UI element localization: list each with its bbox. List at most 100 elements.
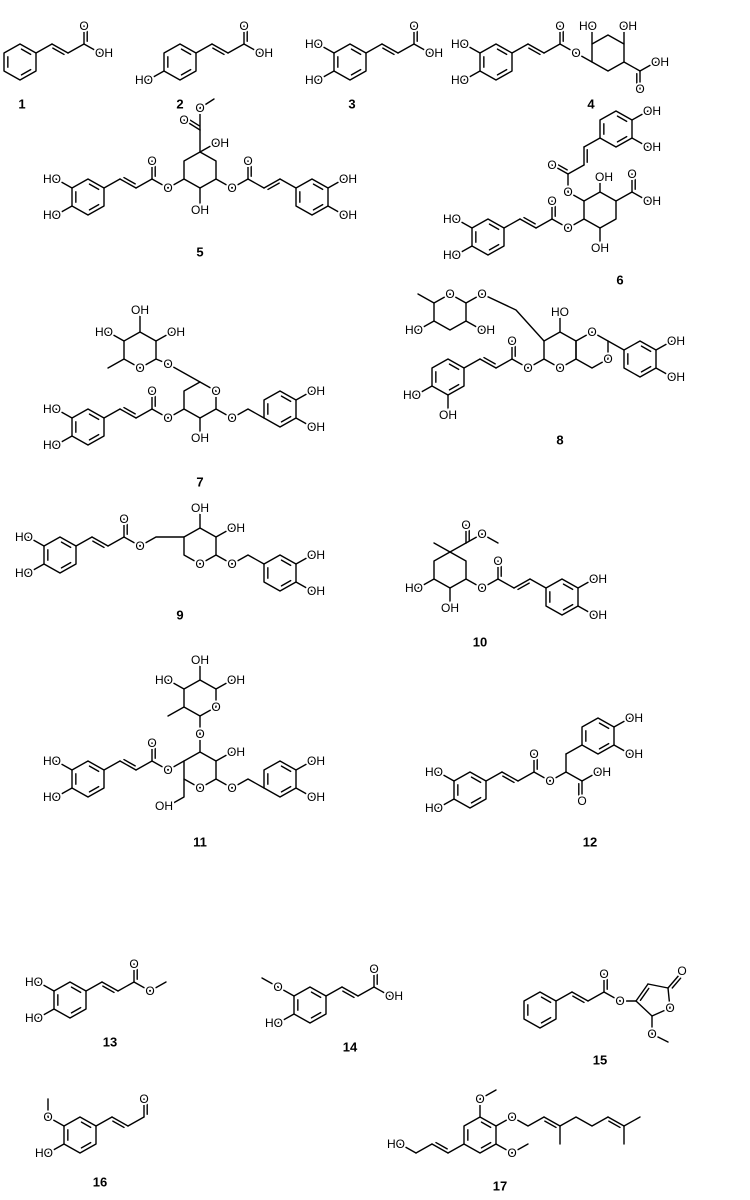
bond: [103, 408, 121, 419]
cyclohexane-ring: [183, 151, 217, 189]
benzene-ring: [471, 218, 505, 256]
atom-label: HO: [387, 1137, 405, 1151]
aromatic-bond: [488, 223, 500, 231]
aromatic-bond: [280, 415, 292, 423]
compound-number: 14: [343, 1040, 358, 1055]
atom-label: O: [555, 19, 564, 33]
atom-label: HO: [155, 673, 173, 687]
bond: [449, 542, 467, 553]
benzene-ring: [431, 358, 465, 396]
atom-label: O: [163, 181, 172, 195]
bond: [135, 178, 153, 189]
atom-label: OH: [191, 653, 209, 667]
atom-label: OH: [307, 584, 325, 598]
bond: [511, 43, 529, 54]
atom-label: OH: [591, 241, 609, 255]
bond: [479, 358, 497, 369]
bond: [565, 771, 583, 782]
aromatic-bond: [470, 776, 482, 784]
bond: [215, 178, 233, 189]
atom-label: OH: [439, 408, 457, 422]
aromatic-bond: [20, 68, 32, 76]
atom-label: OH: [227, 521, 245, 535]
bond: [199, 142, 217, 153]
bond: [465, 533, 483, 544]
bond: [431, 1143, 449, 1154]
aromatic-bond: [60, 541, 72, 549]
aromatic-bond: [496, 68, 508, 76]
atom-label: O: [227, 781, 236, 795]
bond: [47, 1143, 65, 1154]
bond: [549, 771, 567, 782]
bond: [413, 43, 431, 54]
bond: [433, 542, 451, 553]
atom-label: HO: [305, 73, 323, 87]
aromatic-bond: [80, 1121, 92, 1129]
benzene-ring: [479, 43, 513, 81]
bond: [465, 320, 483, 331]
bond: [667, 973, 681, 989]
atom-label: O: [475, 1092, 484, 1106]
bond: [35, 43, 53, 54]
compound-number: 17: [493, 1179, 507, 1194]
atom-label: HO: [43, 402, 61, 416]
benzene-ring: [71, 760, 105, 798]
bond: [263, 178, 281, 189]
compound-number: 15: [593, 1053, 607, 1068]
bond: [479, 1089, 497, 1100]
atom-label: O: [615, 994, 624, 1008]
bond: [117, 981, 135, 992]
bond: [119, 760, 137, 771]
compound-number: 9: [176, 608, 183, 623]
bond: [103, 178, 121, 189]
bond: [123, 536, 141, 547]
bond: [101, 981, 119, 992]
bond: [567, 164, 585, 175]
atom-label: HO: [405, 581, 423, 595]
compound-number: 13: [103, 1035, 117, 1050]
atom-label: O: [369, 962, 378, 976]
atom-label: O: [211, 384, 220, 398]
bond: [151, 408, 169, 419]
bond: [127, 1116, 145, 1127]
atom-label: O: [239, 19, 248, 33]
bond: [497, 578, 515, 589]
bond: [651, 1033, 669, 1043]
atom-label: OH: [307, 384, 325, 398]
double-bond: [544, 1120, 557, 1129]
aromatic-bond: [310, 991, 322, 999]
bond: [543, 1116, 561, 1127]
bond: [513, 578, 531, 589]
bond: [327, 205, 345, 216]
bond: [607, 1116, 625, 1127]
bond: [91, 536, 109, 547]
aromatic-bond: [640, 345, 652, 353]
bond: [75, 536, 93, 547]
atom-label: O: [677, 964, 686, 978]
bond: [119, 408, 137, 419]
atom-label: O: [243, 154, 252, 168]
atom-label: O: [79, 19, 88, 33]
atom-label: O: [227, 557, 236, 571]
atom-label: OH: [425, 46, 443, 60]
benzene-ring: [43, 536, 77, 574]
bond: [631, 110, 649, 121]
atom-label: O: [135, 539, 144, 553]
atom-label: O: [147, 154, 156, 168]
bond: [151, 760, 169, 771]
atom-label: OH: [477, 323, 495, 337]
atom-label: O: [627, 167, 636, 181]
bond: [635, 1000, 653, 1017]
atom-label: O: [227, 411, 236, 425]
atom-label: HO: [95, 325, 113, 339]
bond: [195, 43, 213, 54]
bond: [639, 61, 657, 72]
bond: [381, 43, 399, 54]
bond: [107, 358, 125, 369]
atom-label: OH: [385, 989, 403, 1003]
atom-label: HO: [451, 73, 469, 87]
